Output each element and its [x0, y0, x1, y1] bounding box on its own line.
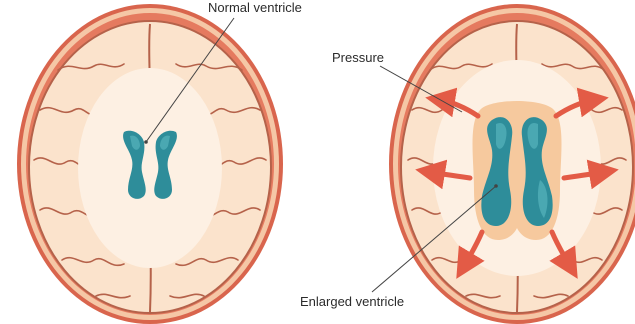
normal-ventricle-label: Normal ventricle: [208, 0, 302, 16]
normal-brain: [17, 4, 283, 324]
pressure-label: Pressure: [332, 50, 384, 66]
enlarged-brain: [372, 4, 635, 324]
enlarged-ventricle-label: Enlarged ventricle: [300, 294, 404, 310]
